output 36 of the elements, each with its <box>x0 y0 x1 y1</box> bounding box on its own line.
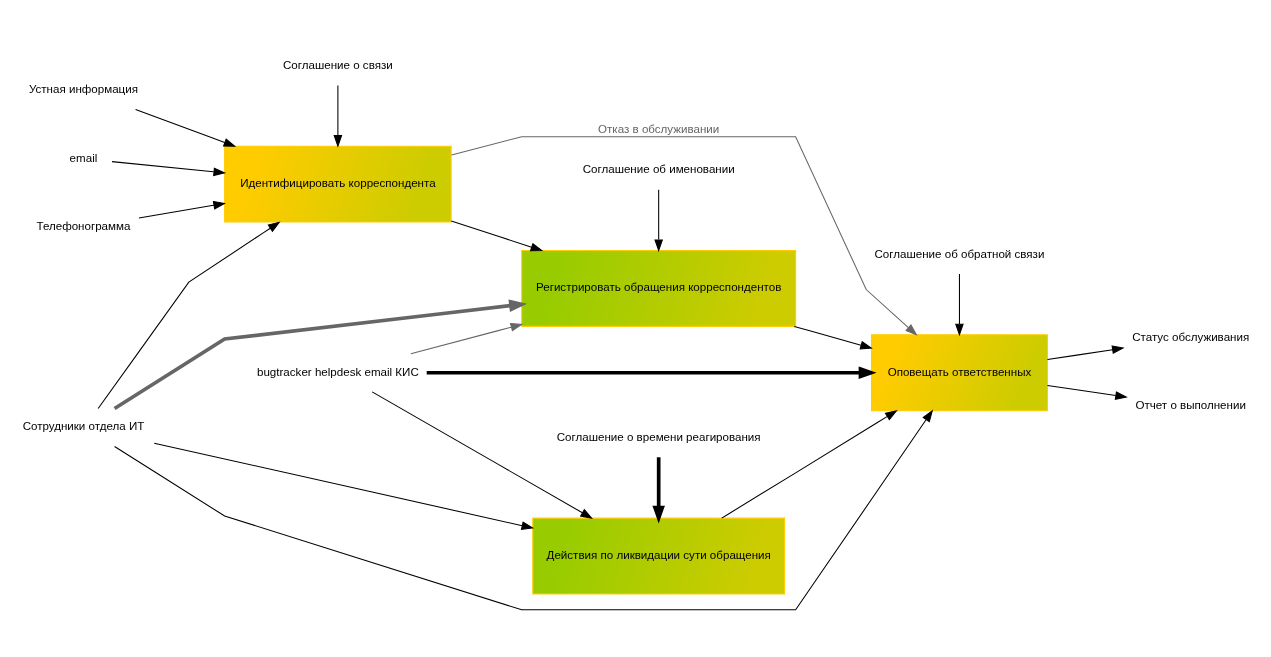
arrow <box>426 366 877 380</box>
node-text: Отчет о выполнении <box>1135 399 1246 412</box>
node-text: Соглашение о времени реагирования <box>556 431 761 444</box>
arrow <box>721 410 898 519</box>
node-text: Соглашение об обратной связи <box>874 247 1045 260</box>
node-text: bugtracker helpdesk email КИС <box>256 365 419 378</box>
node-text: email <box>69 151 98 164</box>
node-text: Телефонограмма <box>36 220 131 233</box>
arrow <box>97 221 281 410</box>
arrow <box>113 299 528 411</box>
arrow <box>114 409 934 611</box>
arrow <box>793 325 873 350</box>
arrow <box>654 189 664 253</box>
node-box: Оповещать ответственных <box>870 334 1048 412</box>
arrow <box>371 391 593 519</box>
node-text: Статус обслуживания <box>1132 330 1250 343</box>
node-box: Идентифицировать корреспондента <box>224 145 452 223</box>
node-text: Сотрудники отдела ИТ <box>22 420 145 433</box>
arrow <box>135 108 237 147</box>
arrow <box>1046 345 1125 361</box>
arrow <box>652 457 665 524</box>
arrow <box>410 322 524 355</box>
node-box: Действия по ликвидации сути обращения <box>532 517 786 595</box>
node-text: Устная информация <box>28 83 138 96</box>
arrow <box>451 136 918 336</box>
edge-label: Отказ в обслуживании <box>598 123 720 136</box>
arrow <box>333 84 343 148</box>
arrow <box>111 161 227 177</box>
arrow <box>1046 385 1128 400</box>
arrow <box>153 442 535 530</box>
node-text: Соглашение об именовании <box>582 163 735 176</box>
arrow <box>138 200 226 219</box>
arrow <box>955 273 964 337</box>
node-text: Соглашение о связи <box>283 59 393 72</box>
arrow <box>450 220 544 252</box>
node-box: Регистрировать обращения корреспондентов <box>521 250 797 327</box>
